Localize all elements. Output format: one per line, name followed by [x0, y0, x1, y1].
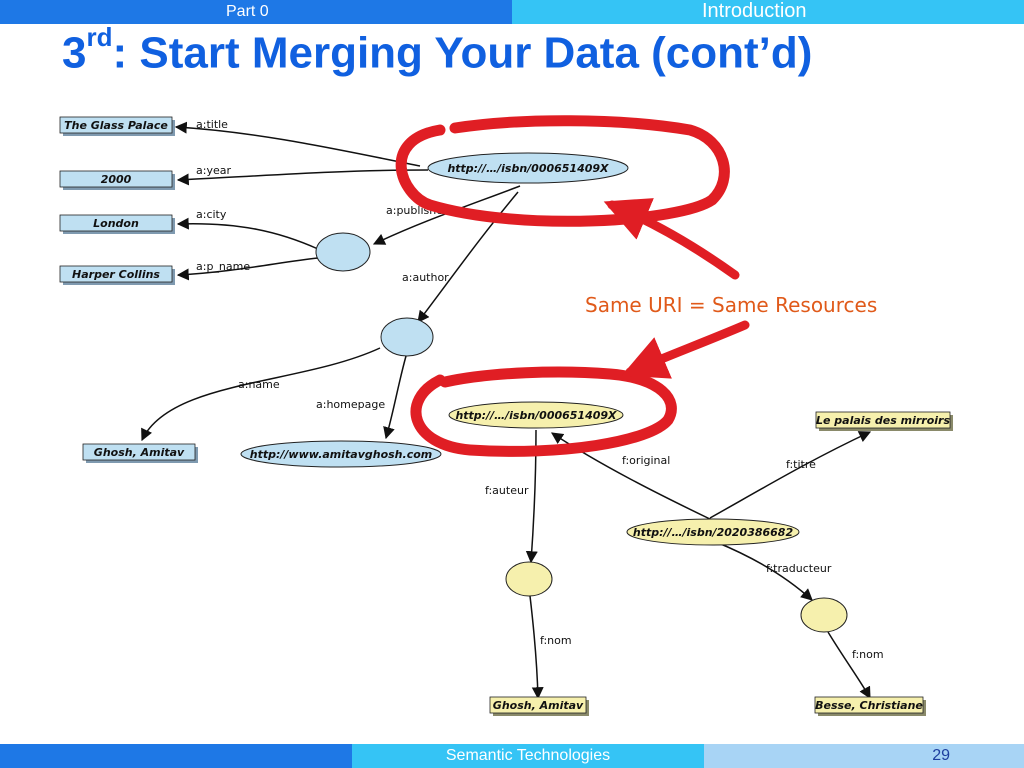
english-edges: [141, 121, 521, 442]
top-bar-left: Part 0: [0, 0, 512, 24]
french-literal-titre: Le palais des mirroirs: [815, 411, 953, 431]
section-label: Part 0: [226, 3, 269, 20]
same-uri-annotation: Same URI = Same Resources: [585, 293, 877, 317]
edge-city: [176, 217, 319, 250]
edge-label-auteur: f:auteur: [485, 484, 529, 497]
edge-label-homepage: a:homepage: [316, 398, 385, 411]
edge-nom-auteur: [529, 595, 544, 700]
literal-city-text: London: [93, 217, 139, 230]
literal-author-name-text: Ghosh, Amitav: [94, 446, 185, 459]
highlight-circle-english: [395, 115, 730, 227]
literal-year-text: 2000: [101, 173, 132, 186]
highlight-circle-french: [410, 366, 677, 457]
top-bar-right: Introduction: [512, 0, 1024, 24]
edge-label-traducteur: f:traducteur: [766, 562, 832, 575]
edge-labels: a:title a:year a:publisher a:city a:p_na…: [196, 118, 884, 661]
edge-label-original: f:original: [622, 454, 670, 467]
edge-label-name: a:name: [238, 378, 280, 391]
french-literal-traducteur-nom: Besse, Christiane: [814, 696, 926, 716]
french-translation-node: [626, 518, 800, 546]
edge-titre: [709, 431, 872, 519]
edge-label-nom-auteur: f:nom: [540, 634, 572, 647]
english-publisher-blank-node: [315, 232, 371, 272]
rdf-graph-diagram: a:title a:year a:publisher a:city a:p_na…: [59, 115, 953, 716]
slide-title: 3rd: Start Merging Your Data (cont’d): [62, 22, 813, 79]
english-book-node: [427, 152, 629, 184]
edge-label-city: a:city: [196, 208, 227, 221]
title-prefix: 3: [62, 28, 87, 78]
bottom-bar-right: 29: [704, 744, 1024, 768]
top-bar: Part 0 Introduction: [0, 0, 1024, 24]
page-number: 29: [932, 747, 950, 764]
french-book-node: [448, 401, 624, 429]
french-traducteur-blank-node: [800, 597, 848, 633]
title-superscript: rd: [86, 22, 113, 52]
french-book-uri-text: http://…/isbn/000651409X: [455, 409, 617, 422]
english-homepage-node: [240, 440, 442, 468]
edge-label-titre: f:titre: [786, 458, 816, 471]
french-auteur-blank-node: [505, 561, 553, 597]
edge-label-author: a:author: [402, 271, 449, 284]
chapter-label: Introduction: [702, 0, 807, 22]
edge-nom-traducteur: [827, 631, 871, 700]
edge-p-name: [176, 257, 319, 281]
edge-name: [141, 347, 381, 442]
english-literal-publisher-name: Harper Collins: [59, 265, 175, 285]
english-book-uri-text: http://…/isbn/000651409X: [447, 162, 609, 175]
edge-label-p-name: a:p_name: [196, 260, 250, 273]
bottom-bar-left: [0, 744, 352, 768]
course-label: Semantic Technologies: [352, 744, 704, 768]
english-author-blank-node: [380, 317, 434, 357]
highlight-arrow-english: [603, 198, 740, 280]
edge-label-year: a:year: [196, 164, 231, 177]
edge-label-title: a:title: [196, 118, 228, 131]
edge-label-nom-traducteur: f:nom: [852, 648, 884, 661]
english-literal-city: London: [59, 214, 175, 234]
english-literal-author-name: Ghosh, Amitav: [82, 443, 198, 463]
english-literal-title: The Glass Palace: [59, 116, 175, 136]
literal-publisher-name-text: Harper Collins: [72, 268, 160, 281]
literal-auteur-nom-text: Ghosh, Amitav: [493, 699, 584, 712]
french-literal-auteur-nom: Ghosh, Amitav: [489, 696, 589, 716]
edge-year: [176, 169, 429, 186]
literal-title-text: The Glass Palace: [64, 119, 168, 132]
edge-homepage: [383, 355, 407, 440]
edge-traducteur: [715, 541, 813, 601]
english-literal-year: 2000: [59, 170, 175, 190]
edge-author: [417, 191, 519, 323]
bottom-bar: Semantic Technologies 29: [0, 744, 1024, 768]
literal-traducteur-nom-text: Besse, Christiane: [815, 699, 923, 712]
edge-title: [174, 121, 421, 167]
highlight-annotations: [395, 115, 750, 457]
highlight-arrow-french: [621, 320, 750, 379]
literal-titre-text: Le palais des mirroirs: [816, 414, 950, 427]
french-translation-uri-text: http://…/isbn/2020386682: [633, 526, 794, 539]
english-homepage-text: http://www.amitavghosh.com: [250, 448, 432, 461]
title-rest: : Start Merging Your Data (cont’d): [112, 28, 813, 78]
